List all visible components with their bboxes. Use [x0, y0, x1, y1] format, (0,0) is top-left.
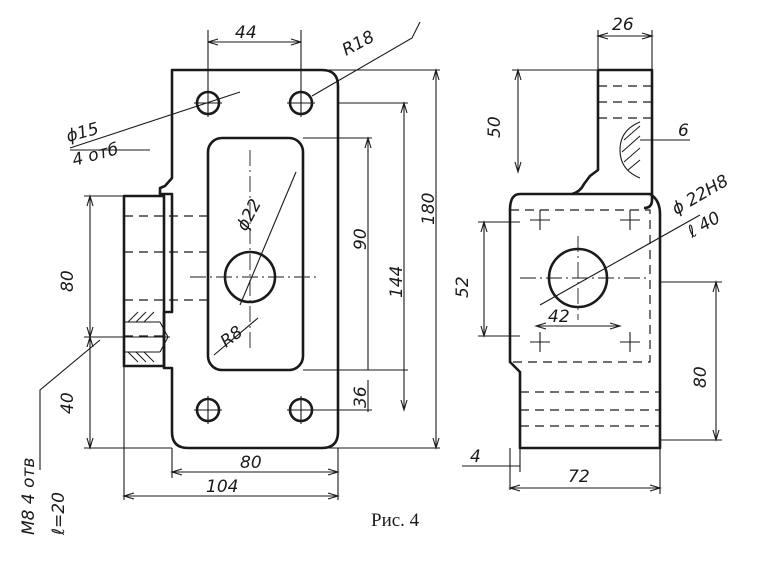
dim-180-label: 180 [419, 193, 439, 225]
hole15-leader [69, 91, 241, 151]
r8-label: R8 [217, 322, 247, 352]
dim-42-line [534, 322, 622, 330]
bore-leader [539, 214, 701, 306]
thread-depth-label: ℓ=20 [49, 492, 69, 536]
dim-72-line [508, 448, 662, 494]
side-bottom-hidden [520, 391, 660, 427]
dim-26-label: 26 [612, 15, 634, 35]
side-top-hidden [598, 85, 652, 119]
dim-bottom-extension-lines [123, 366, 339, 500]
dim-180-line [432, 68, 440, 450]
r18-label: R18 [339, 27, 378, 60]
dim-44-lines [207, 30, 302, 92]
dim-40-left-line [86, 335, 94, 450]
dim-80-left-label: 80 [58, 270, 78, 292]
groove-outline [619, 121, 641, 179]
bore-centerlines [190, 150, 320, 350]
dim-104-line [122, 492, 340, 500]
dim-144-label: 144 [387, 266, 407, 298]
dim-52-line [478, 220, 520, 338]
front-plate-outline [158, 68, 340, 450]
dim-left-extension-lines [84, 195, 172, 449]
dim-4-label: 4 [470, 447, 481, 467]
side-bore-centerlines [520, 236, 650, 320]
dim-36-label: 36 [351, 386, 371, 408]
dim-144-line [400, 101, 408, 412]
dim-50-label: 50 [485, 116, 505, 138]
dim-40-left-label: 40 [58, 392, 78, 414]
side-top-lug [571, 68, 654, 210]
front-side-boss [122, 194, 166, 368]
dim-52-label: 52 [453, 276, 473, 298]
dim-80-bottom-label: 80 [240, 453, 262, 473]
dim-50-line [512, 68, 598, 174]
front-view: 44 R18 ϕ15 4 отб ϕ22 R8 90 144 180 36 80… [19, 21, 440, 536]
dim-90-label: 90 [351, 228, 371, 250]
groove-hatch [621, 125, 641, 171]
dim-72-label: 72 [568, 467, 590, 487]
hole15-label: ϕ15 [64, 119, 101, 147]
dim-90-line [364, 136, 372, 370]
dim-80-right-line [660, 280, 722, 442]
hole22-label: ϕ22 [233, 196, 266, 234]
dim-80-right-label: 80 [691, 366, 711, 388]
thread-note-leader [39, 339, 101, 470]
dim-104-label: 104 [206, 477, 238, 497]
side-view: 26 50 6 ϕ 22H8 ℓ 40 52 42 80 4 72 [453, 15, 732, 494]
dim-44-label: 44 [235, 23, 257, 43]
dim-42-label: 42 [548, 307, 570, 327]
side-inner-recess [509, 209, 651, 363]
front-inner-window [206, 136, 305, 372]
dim-26-line [596, 30, 654, 70]
side-crosses [530, 210, 640, 352]
dim-4-line [462, 448, 521, 490]
r18-leader [311, 21, 421, 97]
hole22-leader [239, 171, 297, 306]
dim-6-label: 6 [678, 121, 689, 141]
thread-note-label: M8 4 отв [19, 458, 39, 535]
bore-depth-label: ℓ 40 [684, 208, 724, 243]
bore-label: ϕ 22H8 [669, 171, 733, 219]
dim-80-bottom-line [170, 468, 340, 476]
figure-caption: Рис. 4 [371, 510, 420, 531]
dim-80-left-line [86, 194, 94, 339]
dim-vertical-extension-lines [301, 69, 440, 449]
r8-leader [213, 317, 259, 356]
thread-hatch [127, 311, 155, 363]
boss-hidden-lines [124, 215, 210, 337]
